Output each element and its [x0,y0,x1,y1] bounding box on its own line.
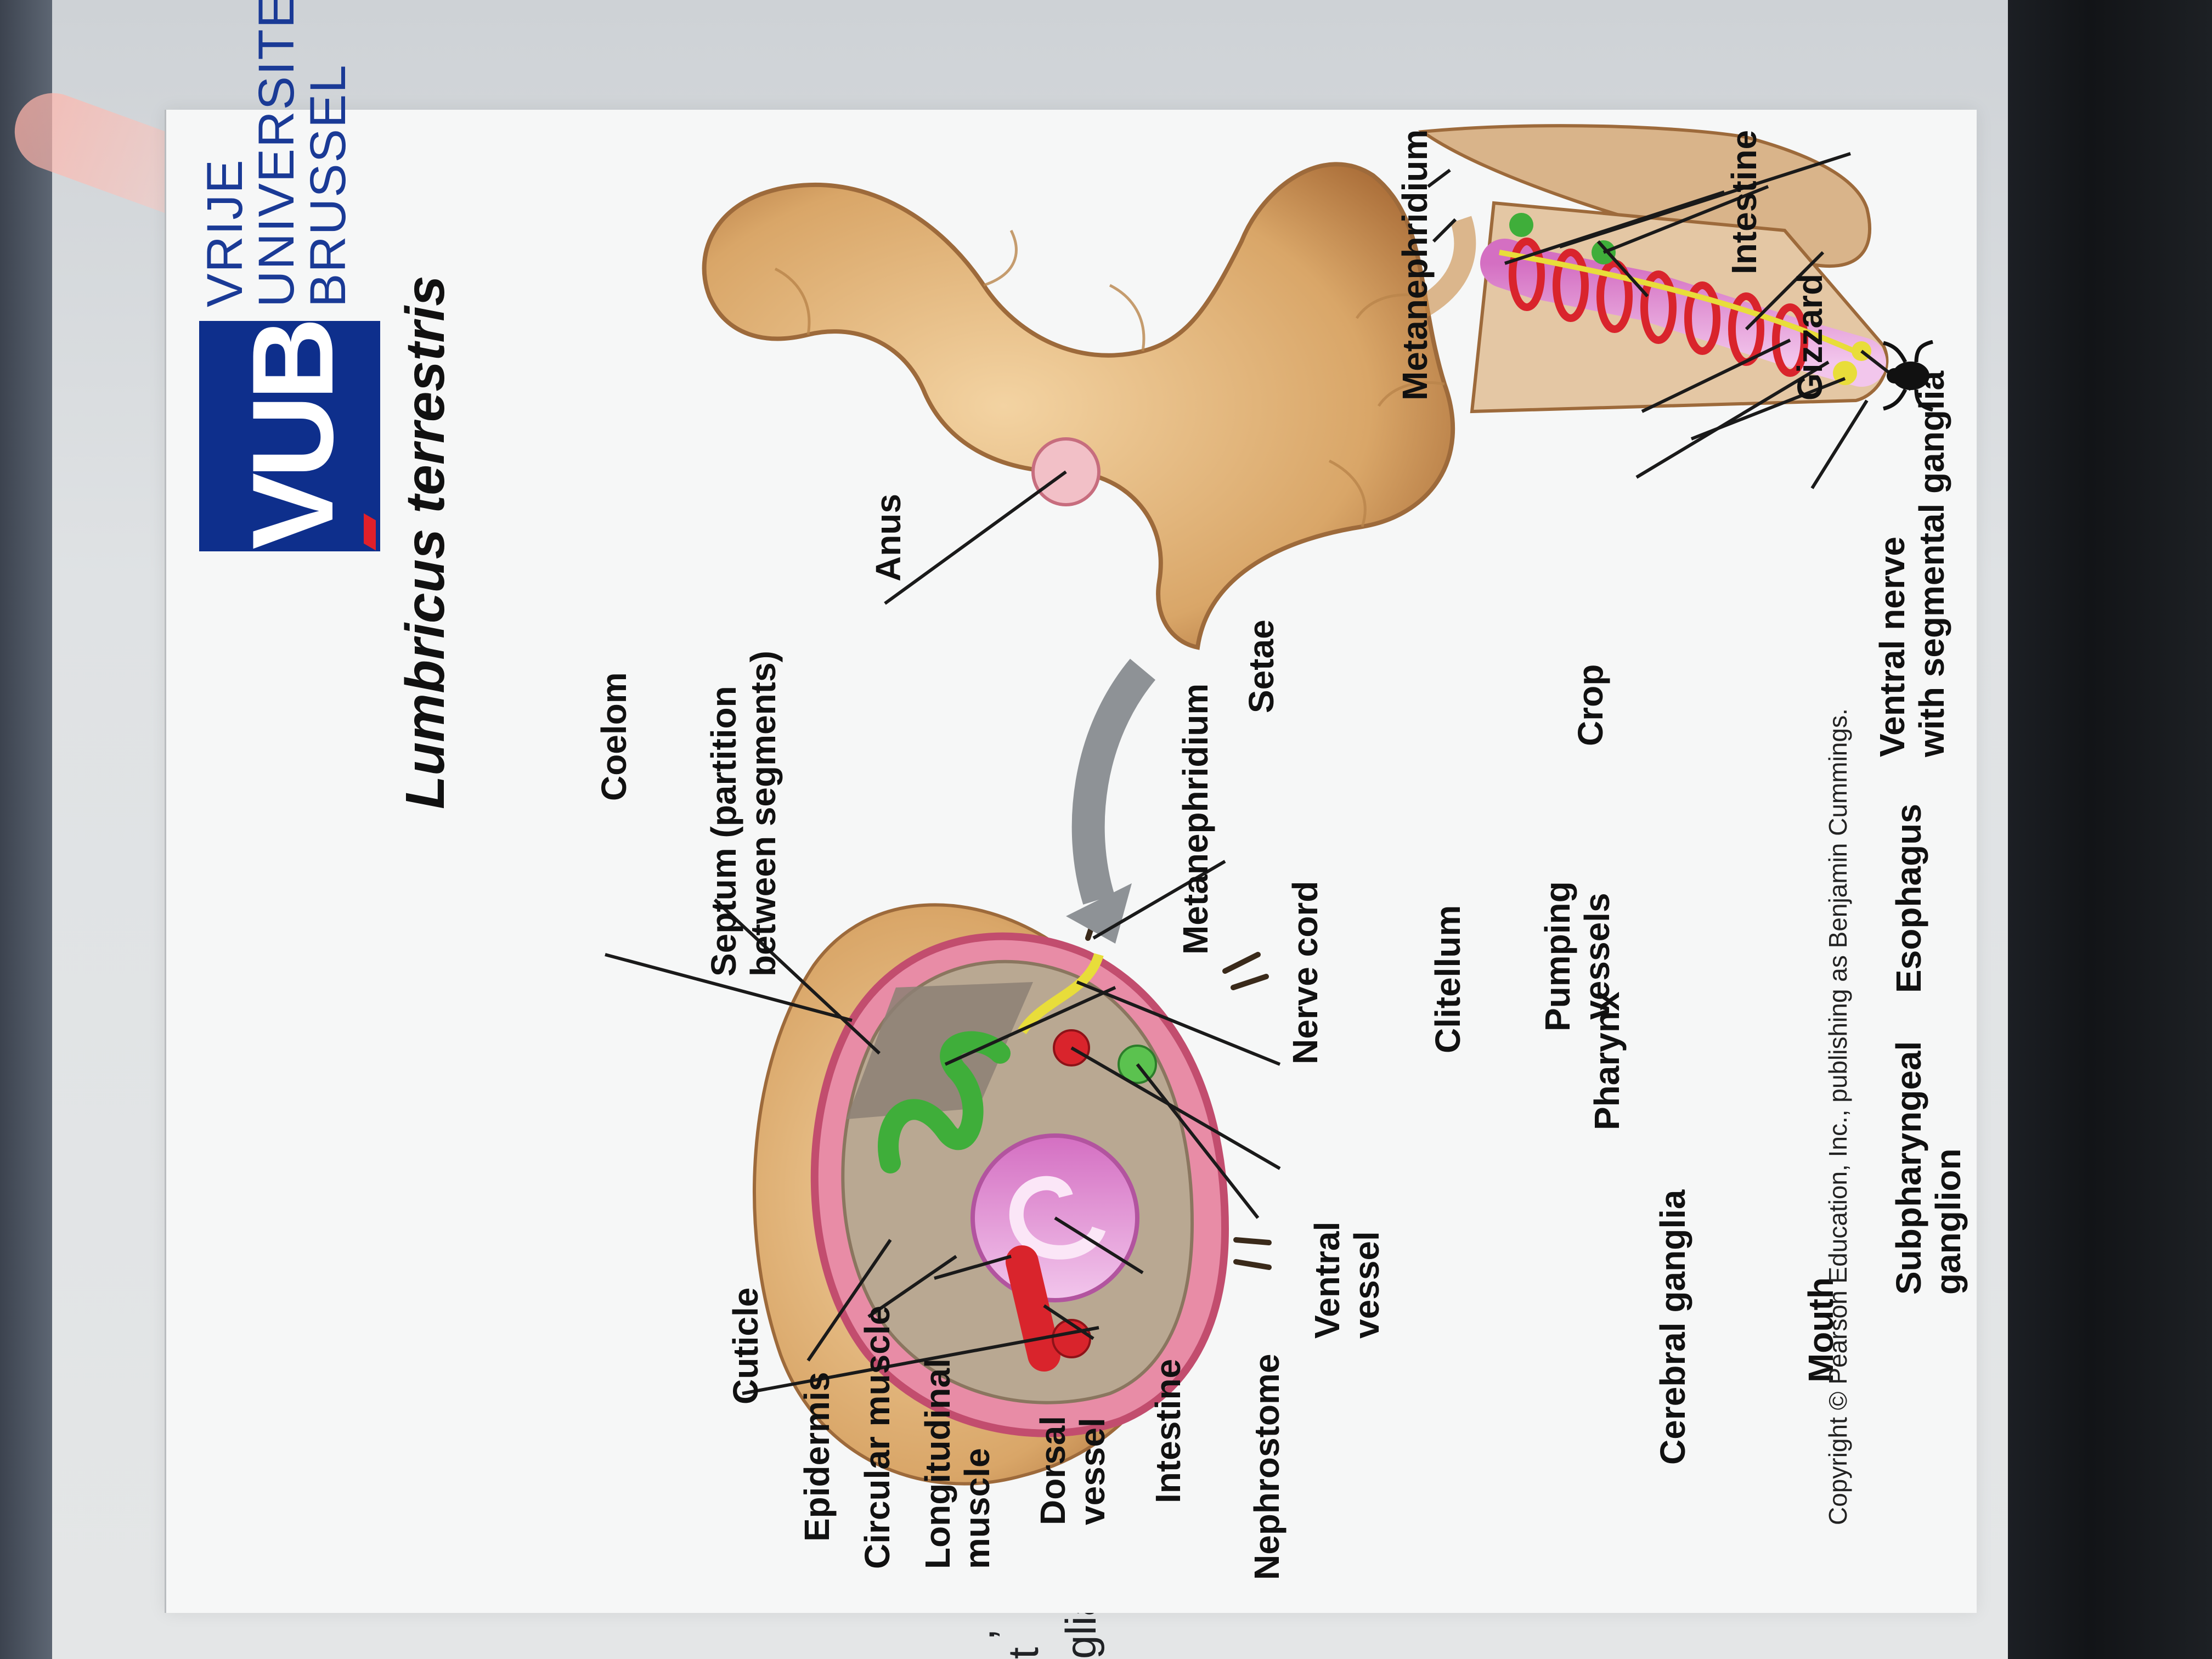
leader-lines [605,152,1912,1395]
label-line: Pumping [1538,881,1577,1031]
label-line: between segments) [743,651,783,977]
label-epidermis: Epidermis [797,1372,837,1542]
screen-bezel-right [2008,0,2212,1659]
label-line: Subpharyngeal [1889,1041,1928,1295]
label-gizzard: Gizzard [1790,273,1830,400]
copyright-notice: Copyright © Pearson Education, Inc., pub… [1824,708,1852,1525]
label-ventral-nerve: Ventral nerve with segmental ganglia [1872,371,1951,757]
label-nerve-cord: Nerve cord [1285,881,1325,1064]
label-longitudinal-muscle: Longitudinal muscle [918,1358,997,1569]
label-pharynx: Pharynx [1587,991,1627,1130]
clitellum-band [1417,216,1476,317]
label-crop: Crop [1571,664,1610,746]
label-intestine-cross: Intestine [1148,1358,1188,1503]
cerebral-ganglia [1833,361,1857,385]
spider-icon [1883,340,1933,411]
label-metanephridium-cross: Metanephridium [1176,683,1215,955]
septum-wall [847,982,1033,1119]
label-clitellum: Clitellum [1428,905,1468,1053]
label-cuticle: Cuticle [726,1287,765,1404]
label-nephrostome: Nephrostome [1247,1353,1286,1581]
typhlosole [1009,1176,1106,1260]
label-ventral-vessel: Ventral vessel [1307,1222,1386,1339]
label-subpharyngeal-ganglion: Subpharyngeal ganglion [1889,1041,1968,1295]
label-line: Septum (partition [704,686,743,977]
label-line: Dorsal [1033,1415,1073,1525]
screen-bezel-left [0,0,52,1659]
zoom-arrow [1071,658,1156,905]
earthworm-illustration [605,124,1912,1486]
label-coelom: Coelom [594,672,634,801]
label-circular-muscle: Circular muscle [857,1305,897,1569]
worm-body [702,162,1455,650]
label-line: ganglion [1928,1148,1968,1295]
label-anus: Anus [868,494,908,582]
lecture-slide: VUB VRIJE UNIVERSITEIT BRUSSEL Lumbricus… [165,0,1977,1613]
edge-text-fragment: t [999,1647,1047,1659]
worm-segment-rings [774,229,1445,527]
pumping-vessels-rings [1509,238,1808,377]
label-dorsal-vessel: Dorsal vessel [1033,1416,1112,1525]
zoom-arrow-head [1066,883,1132,944]
label-setae: Setae [1242,619,1281,713]
label-cerebral-ganglia: Cerebral ganglia [1653,1189,1692,1465]
label-line: with segmental ganglia [1912,370,1951,757]
label-intestine-body: Intestine [1724,129,1764,274]
label-metanephridium-body: Metanephridium [1395,129,1435,400]
edge-text-fragment: , [955,1628,1003,1640]
cutaway-anterior-body [1418,124,1889,414]
nerve-cord [1018,953,1104,1035]
label-line: Longitudinal [918,1358,957,1569]
metanephridium-coil [878,1031,1011,1173]
slide-content-rotated: VUB VRIJE UNIVERSITEIT BRUSSEL Lumbricus… [166,0,1977,1613]
cross-section-diagram [753,897,1272,1486]
label-line: muscle [957,1448,997,1569]
label-line: Ventral nerve [1872,537,1912,757]
ventral-nerve-line [1499,250,1869,359]
label-line: Ventral [1307,1221,1347,1339]
label-line: vessel [1073,1418,1112,1525]
label-septum: Septum (partition between segments) [704,651,783,977]
whole-earthworm [702,162,1476,650]
label-line: vessel [1347,1231,1386,1339]
label-esophagus: Esophagus [1889,804,1928,993]
